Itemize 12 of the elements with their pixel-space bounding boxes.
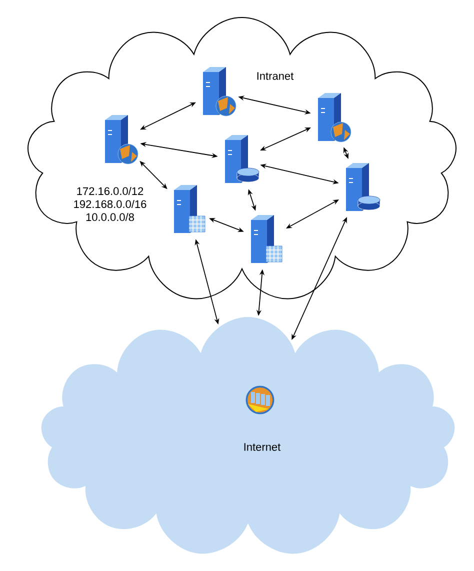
cloud-label: Intranet [257,72,294,80]
server-drawing [225,135,260,183]
server-drawing [346,163,380,211]
server-drawing [251,215,282,263]
address-label: 10.0.0.0/8 [86,212,134,222]
server-drawing [203,67,236,116]
address-label: 172.16.0.0/12 [77,186,144,196]
address-label: 192.168.0.0/16 [74,200,146,208]
server-drawing [105,115,138,164]
server-drawing [174,185,206,233]
cloud-label: Internet [244,443,281,451]
server-drawing [318,93,352,142]
